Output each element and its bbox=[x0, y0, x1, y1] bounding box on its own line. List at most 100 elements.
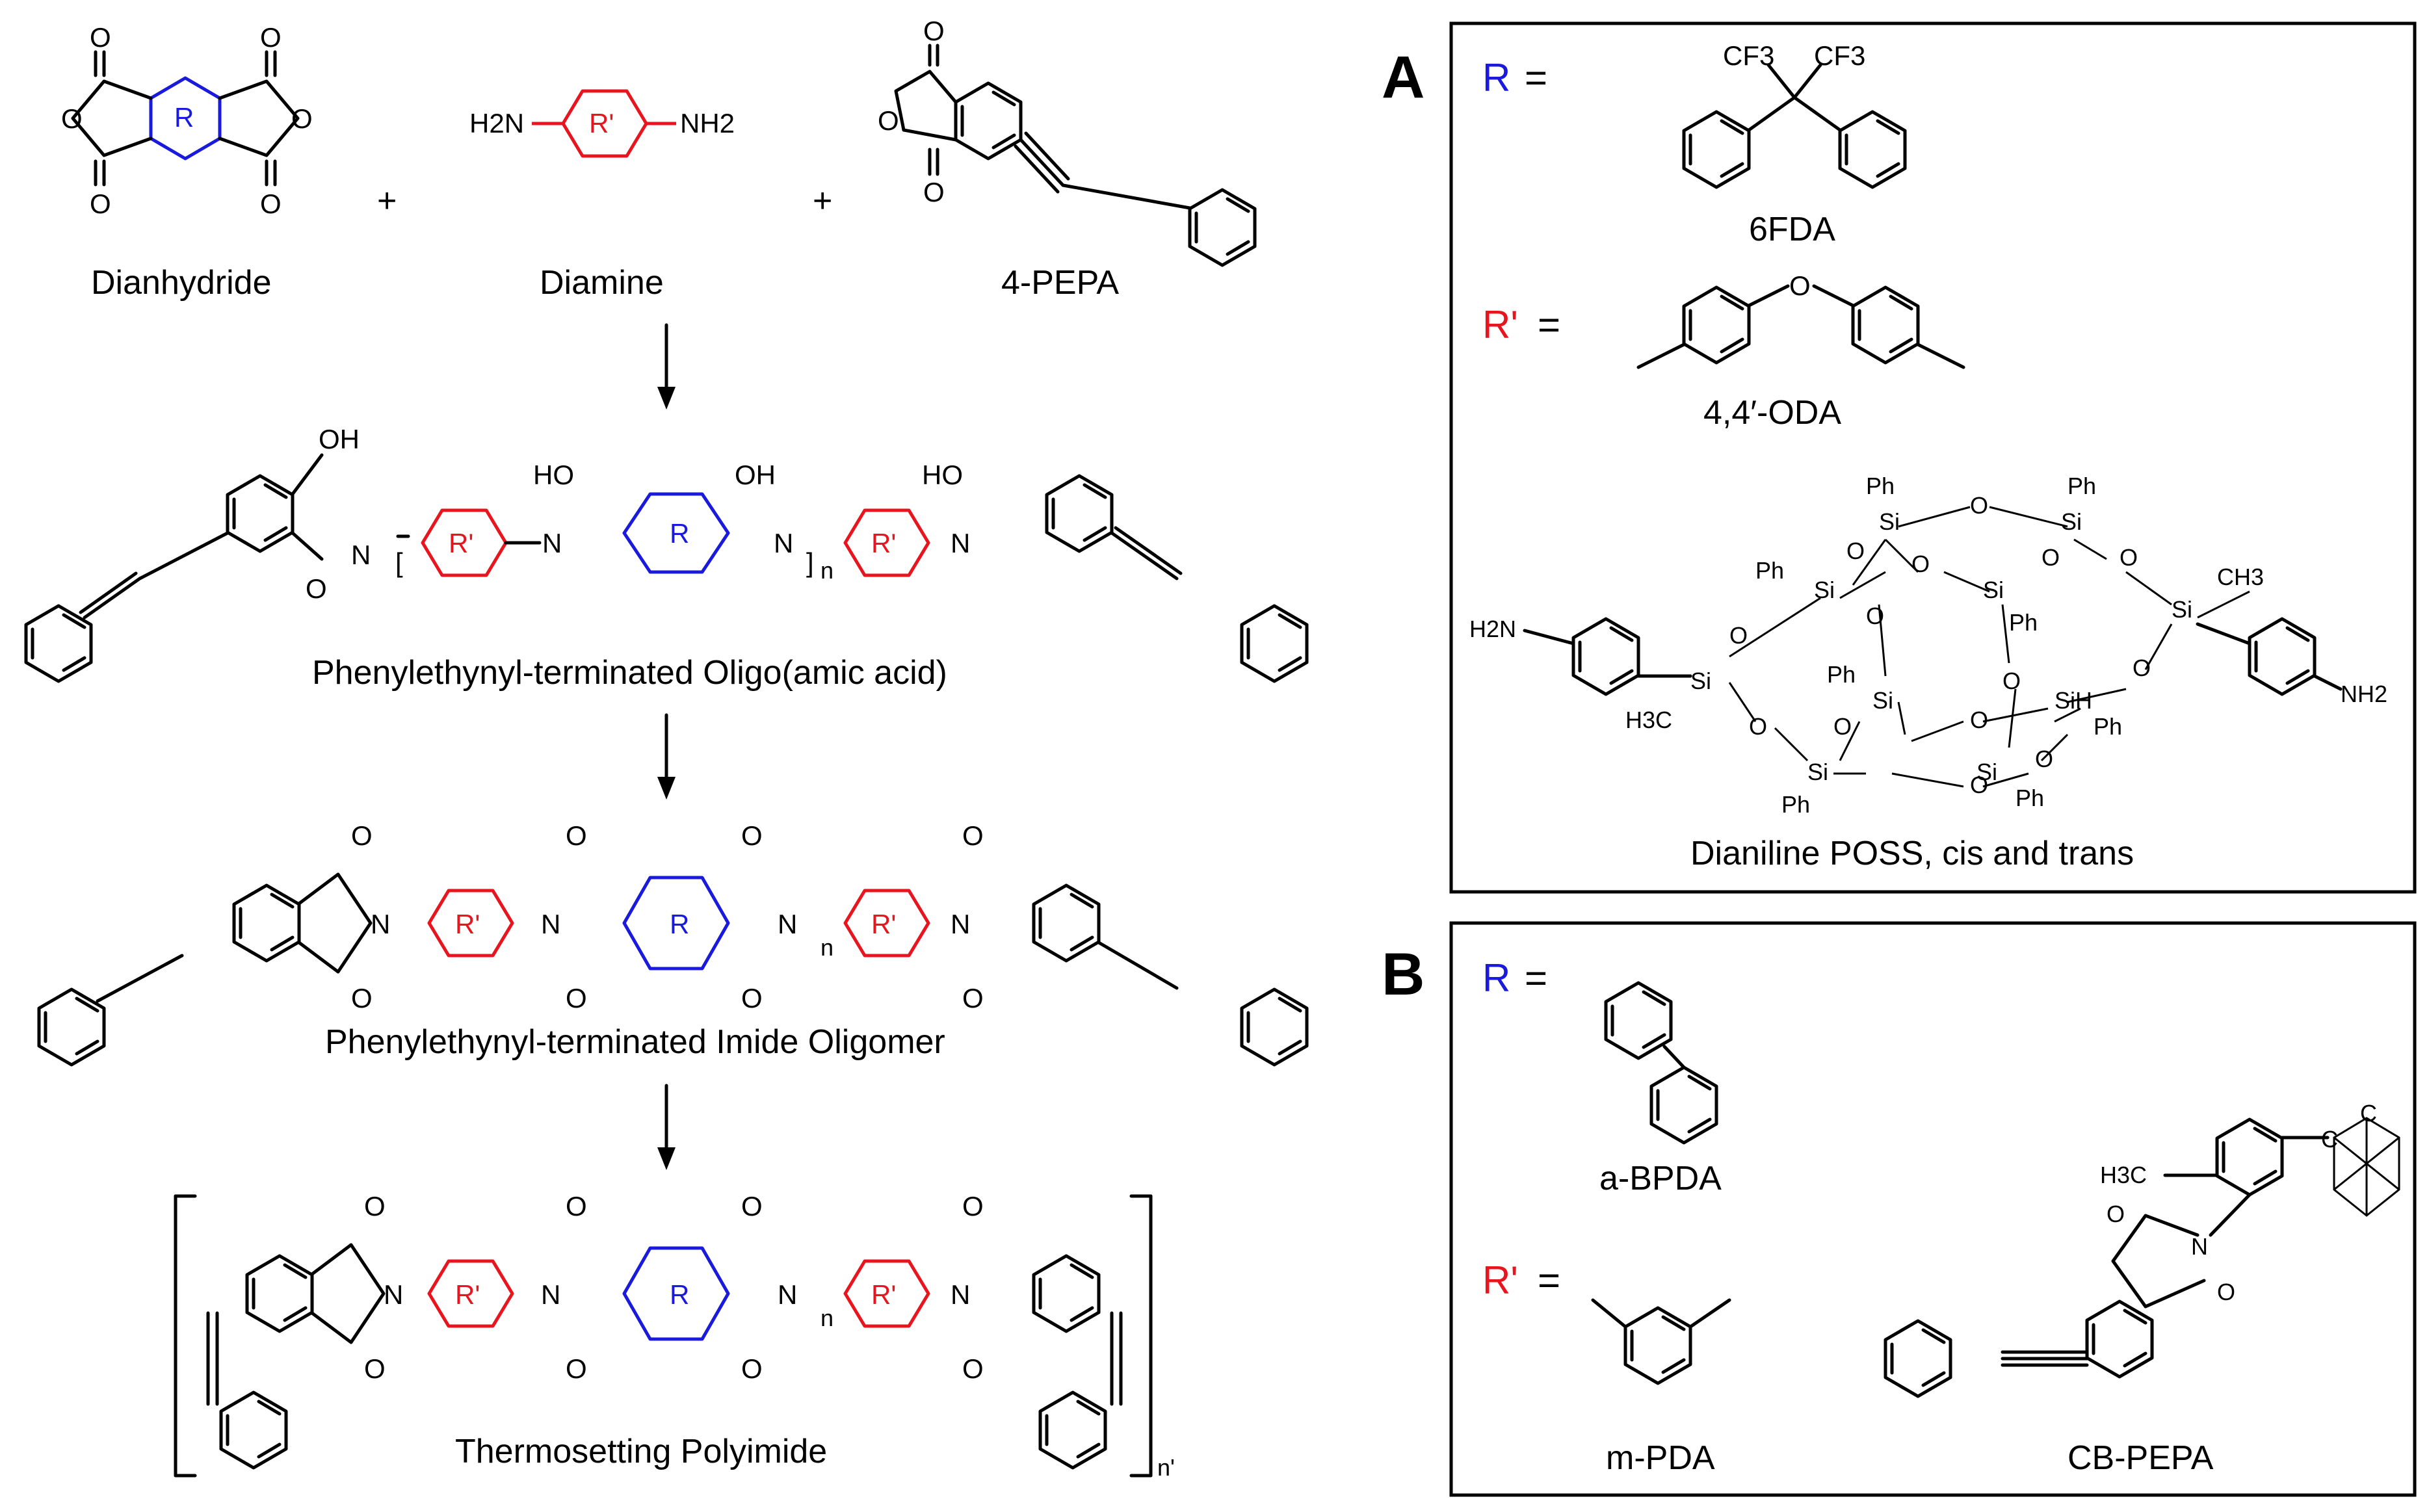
pepa-structure: O O O bbox=[878, 16, 1255, 265]
cb-pepa-label: CB-PEPA bbox=[2068, 1439, 2214, 1477]
o-atom: O bbox=[962, 820, 984, 851]
o-atom: O bbox=[962, 1353, 984, 1384]
a-bpda-label: a-BPDA bbox=[1599, 1160, 1722, 1197]
diamine-label: Diamine bbox=[540, 264, 664, 302]
equals-sign: = bbox=[1538, 1258, 1560, 1302]
m-pda-structure bbox=[1591, 1298, 1731, 1383]
si-atom: Si bbox=[1814, 577, 1835, 603]
panel-a-r-label: R bbox=[1482, 56, 1510, 99]
panel-a-letter: A bbox=[1382, 44, 1425, 111]
panel-a-rp-label: R' bbox=[1482, 303, 1518, 346]
plus-sign: + bbox=[377, 182, 397, 220]
rp-ring-label: R' bbox=[871, 528, 896, 558]
cb-pepa-structure: H3C C C N O O bbox=[1885, 1100, 2400, 1396]
o-atom: O bbox=[364, 1191, 386, 1221]
o-atom: O bbox=[291, 103, 313, 134]
o-atom: O bbox=[1911, 551, 1930, 577]
o-atom: O bbox=[2217, 1279, 2235, 1305]
o-atom: O bbox=[741, 820, 763, 851]
oh-group: OH bbox=[735, 460, 776, 490]
o-atom: O bbox=[566, 1353, 587, 1384]
n-atom: N bbox=[541, 1279, 560, 1310]
oligo-amic-acid-label: Phenylethynyl-terminated Oligo(amic acid… bbox=[312, 654, 947, 692]
cooh-group: OH bbox=[319, 424, 360, 454]
repeat-n: n bbox=[821, 1305, 834, 1331]
si-atom: Si bbox=[1976, 759, 1997, 785]
o-atom: O bbox=[2035, 746, 2053, 772]
6fda-label: 6FDA bbox=[1749, 211, 1835, 248]
reaction-arrow bbox=[657, 325, 676, 410]
si-atom: Si bbox=[1872, 687, 1893, 714]
n-atom: N bbox=[951, 909, 970, 939]
r-ring-label: R bbox=[670, 909, 689, 939]
plus-sign: + bbox=[813, 182, 832, 220]
o-atom: O bbox=[1749, 713, 1767, 740]
reaction-arrow bbox=[657, 715, 676, 800]
panel-b-r-label: R bbox=[1482, 956, 1510, 1000]
panel-b-rp-label: R' bbox=[1482, 1258, 1518, 1302]
repeat-n-prime: n' bbox=[1157, 1454, 1175, 1481]
rp-ring-label: R' bbox=[449, 528, 473, 558]
o-atom: O bbox=[306, 573, 327, 604]
si-atom: Si bbox=[1690, 668, 1711, 694]
a-bpda-structure bbox=[1606, 983, 1716, 1143]
si-atom: Si bbox=[1983, 577, 2004, 603]
o-atom: O bbox=[741, 983, 763, 1013]
c-atom: C bbox=[2360, 1100, 2377, 1127]
h3c-group: H3C bbox=[2100, 1162, 2147, 1188]
equals-sign: = bbox=[1525, 956, 1547, 1000]
o-atom: O bbox=[741, 1191, 763, 1221]
o-atom: O bbox=[1846, 538, 1865, 564]
dianhydride-structure: O O O O O O R bbox=[61, 22, 313, 219]
o-atom: O bbox=[2107, 1201, 2125, 1227]
cf3-group: CF3 bbox=[1814, 40, 1865, 71]
rp-ring-label: R' bbox=[455, 909, 480, 939]
ch3-group: CH3 bbox=[2217, 564, 2264, 590]
ph-group: Ph bbox=[2068, 473, 2096, 499]
o-atom: O bbox=[962, 1191, 984, 1221]
h2n-group: H2N bbox=[469, 108, 524, 138]
o-atom: O bbox=[90, 189, 111, 219]
ph-group: Ph bbox=[2015, 785, 2044, 811]
o-atom: O bbox=[364, 1353, 386, 1384]
si-atom: Si bbox=[1807, 759, 1828, 785]
o-atom: O bbox=[2002, 668, 2021, 694]
r-ring-label: R bbox=[670, 518, 689, 549]
n-atom: N bbox=[778, 1279, 797, 1310]
panel-a-box bbox=[1449, 21, 2417, 894]
ph-group: Ph bbox=[1781, 791, 1810, 818]
o-atom: O bbox=[351, 983, 373, 1013]
rp-ring-label: R' bbox=[455, 1279, 480, 1310]
si-atom: Si bbox=[2061, 508, 2082, 535]
panel-b-box bbox=[1449, 921, 2417, 1497]
polyimide-label: Thermosetting Polyimide bbox=[455, 1433, 827, 1470]
o-atom: O bbox=[1729, 622, 1748, 649]
sih-group: SiH bbox=[2055, 687, 2092, 714]
si-atom: Si bbox=[1879, 508, 1900, 535]
ph-group: Ph bbox=[1866, 473, 1895, 499]
n-atom: N bbox=[371, 909, 390, 939]
pepa-label: 4-PEPA bbox=[1001, 264, 1119, 302]
o-atom: O bbox=[1970, 772, 1988, 798]
cf3-group: CF3 bbox=[1723, 40, 1774, 71]
bracket-close: ] bbox=[806, 547, 814, 578]
c-atom: C bbox=[2321, 1126, 2338, 1153]
o-atom: O bbox=[566, 820, 587, 851]
ho-group: HO bbox=[922, 460, 963, 490]
o-atom: O bbox=[2120, 544, 2138, 571]
o-atom: O bbox=[923, 177, 945, 207]
o-atom: O bbox=[741, 1353, 763, 1384]
poss-label: Dianiline POSS, cis and trans bbox=[1690, 835, 2134, 872]
repeat-n: n bbox=[821, 934, 834, 961]
o-atom: O bbox=[90, 22, 111, 53]
imide-oligomer-structure: O O N R' N R O O O O N n R' N O O bbox=[39, 820, 1307, 1065]
o-atom: O bbox=[1970, 707, 1988, 733]
nh-atom: N bbox=[774, 528, 793, 558]
ho-group: HO bbox=[533, 460, 574, 490]
n-atom: N bbox=[2191, 1233, 2208, 1260]
h2n-group: H2N bbox=[1469, 616, 1516, 642]
rp-ring-label: R' bbox=[871, 1279, 896, 1310]
ph-group: Ph bbox=[2009, 609, 2038, 636]
bracket-open: [ bbox=[395, 547, 403, 578]
nh2-group: NH2 bbox=[2341, 681, 2387, 707]
